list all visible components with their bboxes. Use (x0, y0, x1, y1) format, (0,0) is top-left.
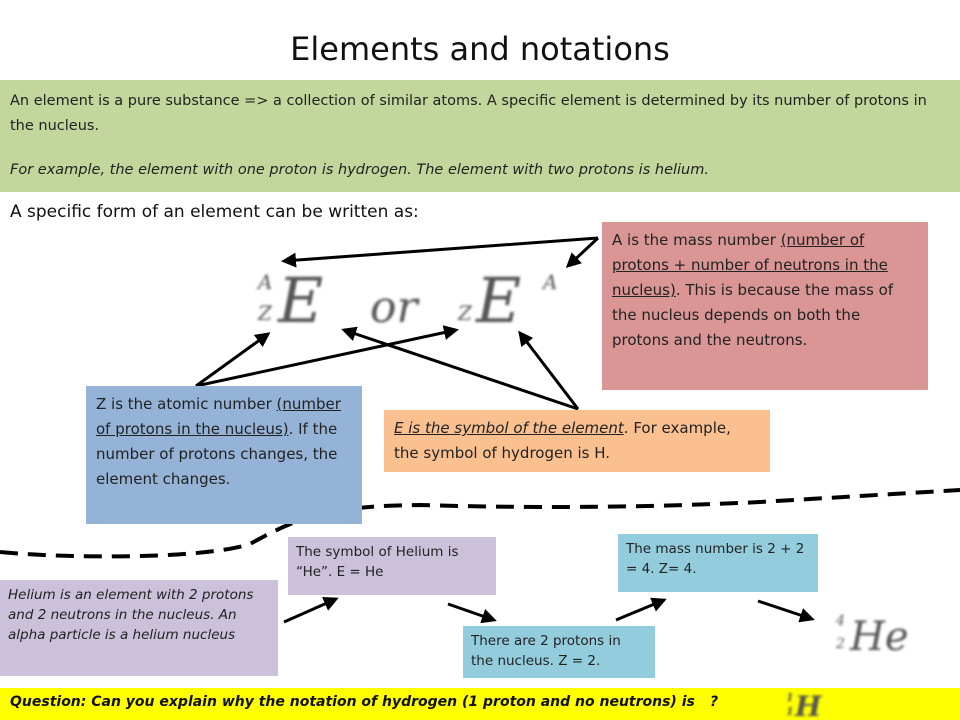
notation-heading: A specific form of an element can be wri… (10, 202, 419, 222)
helium-atomic: 2 (835, 636, 845, 652)
intro-definition: An element is a pure substance => a coll… (10, 93, 927, 134)
arrow-flow-1 (283, 596, 339, 624)
helium-description-box: Helium is an element with 2 protons and … (0, 580, 278, 676)
helium-protons-box: There are 2 protons in the nucleus. Z = … (463, 626, 655, 678)
notation-right-atomic: Z (457, 301, 473, 325)
arrow-flow-3 (615, 597, 667, 622)
arrow-atomic-right (195, 325, 459, 388)
notation-left-atomic: Z (257, 301, 273, 325)
notation-right-mass: A (541, 270, 557, 294)
notation-right-symbol: E (475, 264, 521, 337)
hydrogen-mass: 1 (786, 691, 794, 704)
helium-mass-box: The mass number is 2 + 2 = 4. Z= 4. (618, 534, 818, 592)
atomic-number-box: Z is the atomic number (number of proton… (86, 386, 362, 524)
arrow-atomic-left (195, 332, 271, 388)
hydrogen-symbol: H (794, 690, 823, 720)
arrow-symbol-left (341, 326, 579, 411)
hydrogen-atomic: 1 (786, 705, 794, 718)
page-title: Elements and notations (290, 30, 670, 68)
mass-number-box: A is the mass number (number of protons … (602, 222, 928, 390)
question-bar: Question: Can you explain why the notati… (0, 688, 960, 720)
element-notation: A Z E or Z E A (256, 264, 557, 337)
arrow-flow-2 (447, 602, 497, 624)
element-symbol-box: E is the symbol of the element. For exam… (384, 410, 770, 472)
question-mark: ? (710, 694, 719, 710)
arrow-mass-left (281, 236, 599, 268)
question-text: Question: Can you explain why the notati… (10, 694, 695, 710)
hydrogen-notation: 1 1 H (786, 690, 823, 720)
helium-symbol-box: The symbol of Helium is “He”. E = He (288, 537, 496, 595)
arrow-flow-4 (757, 599, 815, 623)
notation-left-mass: A (256, 270, 272, 294)
helium-notation: 4 2 He (835, 613, 909, 660)
helium-symbol: He (849, 614, 909, 660)
notation-left-symbol: E (277, 264, 323, 337)
intro-example: For example, the element with one proton… (10, 162, 709, 178)
notation-or: or (370, 282, 420, 333)
intro-panel: An element is a pure substance => a coll… (0, 80, 960, 192)
arrow-symbol-right (518, 330, 580, 410)
helium-mass: 4 (835, 613, 845, 629)
arrow-mass-right (565, 236, 600, 269)
